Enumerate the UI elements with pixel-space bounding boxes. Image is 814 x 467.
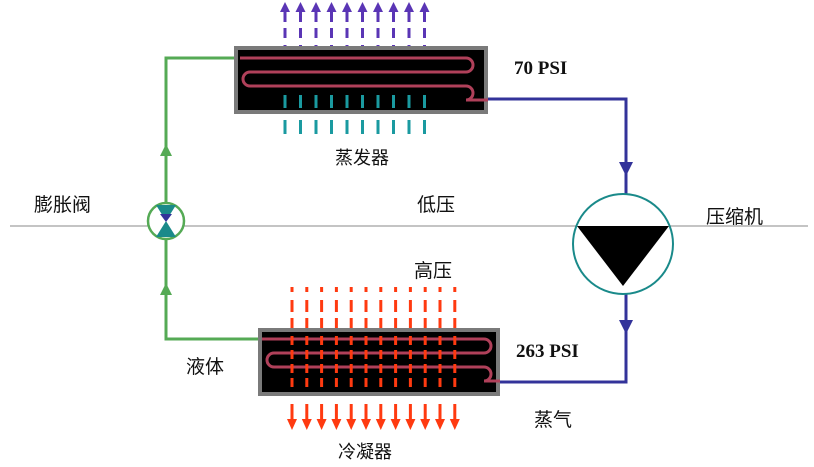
evaporator-arrow-head bbox=[404, 2, 414, 12]
evaporator-arrow-head bbox=[280, 2, 290, 12]
condenser-arrow-head bbox=[287, 419, 297, 430]
evaporator-arrow-head bbox=[311, 2, 321, 12]
vapor-label: 蒸气 bbox=[534, 409, 573, 431]
vapor-line bbox=[500, 288, 628, 384]
evaporator-arrow-head bbox=[342, 2, 352, 12]
condenser-arrow-head bbox=[346, 419, 357, 430]
evaporator-arrow-head bbox=[326, 2, 337, 12]
vapor-flow-arrow bbox=[619, 162, 633, 176]
condenser-arrow-head bbox=[375, 419, 386, 430]
evaporator-arrow-head bbox=[419, 2, 430, 12]
condenser-arrow-head bbox=[316, 419, 327, 430]
liquid-flow-arrow bbox=[160, 283, 172, 295]
condenser-heat-arrows-bottom bbox=[287, 404, 460, 430]
evaporator-arrow-head bbox=[388, 2, 399, 12]
vapor-line bbox=[488, 97, 628, 200]
condenser-heat-arrows-top bbox=[290, 287, 457, 330]
low-pressure-label: 低压 bbox=[417, 194, 456, 216]
liquid-line bbox=[164, 56, 262, 341]
condenser-arrow-head bbox=[390, 419, 401, 430]
evaporator-fins bbox=[283, 95, 426, 134]
vapor-flow-arrow bbox=[619, 320, 633, 334]
condenser-arrow-head bbox=[435, 419, 445, 430]
high-pressure-label: 高压 bbox=[414, 260, 453, 282]
evaporator-label: 蒸发器 bbox=[335, 148, 389, 169]
condenser-fins bbox=[290, 336, 457, 390]
expansion-valve-icon bbox=[146, 201, 186, 241]
condenser-arrow-head bbox=[361, 419, 371, 430]
compressor-icon bbox=[572, 193, 674, 295]
condenser-arrow-head bbox=[331, 419, 342, 430]
evaporator-pressure-label: 70 PSI bbox=[514, 58, 568, 79]
condenser-arrow-head bbox=[420, 419, 431, 430]
compressor-label: 压缩机 bbox=[706, 206, 764, 228]
condenser-arrow-head bbox=[405, 419, 416, 430]
condenser-label: 冷凝器 bbox=[338, 442, 392, 463]
evaporator-arrow-head bbox=[295, 2, 306, 12]
expansion-valve-label: 膨胀阀 bbox=[34, 194, 92, 216]
liquid-label: 液体 bbox=[186, 356, 225, 378]
evaporator-arrow-head bbox=[373, 2, 383, 12]
condenser-coil bbox=[258, 328, 500, 396]
evaporator-arrow-head bbox=[357, 2, 368, 12]
condenser-arrow-head bbox=[449, 419, 460, 430]
condenser-pressure-label: 263 PSI bbox=[516, 341, 579, 362]
liquid-flow-arrow bbox=[160, 144, 172, 156]
condenser-arrow-head bbox=[301, 419, 312, 430]
